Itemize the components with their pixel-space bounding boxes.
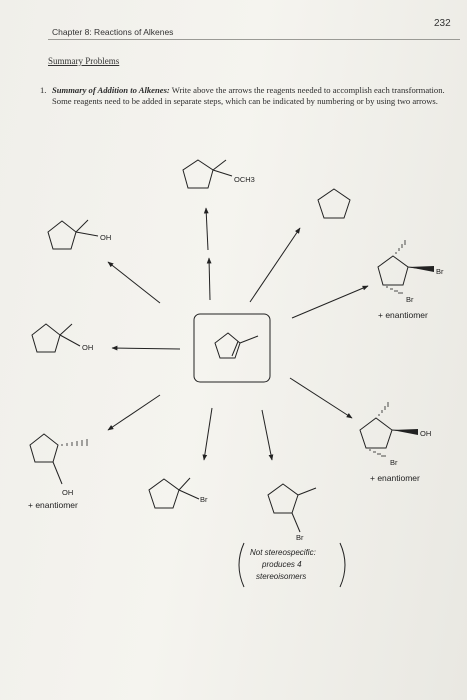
tertiary-bromide-ring [148,478,180,509]
page-number: 232 [434,18,451,29]
label-br-bottom-mid: Br [200,495,208,504]
problem-number: 1. [40,85,47,95]
note-line-2: produces 4 [261,560,302,569]
dibromide-wedge-bond [408,266,434,272]
arrow-to-bromohydrin [289,377,353,419]
anti-alcohol-oh-bond [52,461,63,485]
arrow-to-ether [203,207,209,251]
methylenecyclopentane-ring [317,188,351,219]
label-br-top-right-2: Br [406,295,414,304]
starting-material-box [193,313,271,383]
starting-cyclopentene-ring [214,332,241,359]
secondary-bromide-br-bond [291,512,301,533]
chapter-header: Chapter 8: Reactions of Alkenes [52,27,174,37]
arrow-to-secondary-bromide [261,409,274,461]
problem-statement: 1. Summary of Addition to Alkenes: Write… [40,85,460,106]
label-oh-mid: OH [82,343,93,352]
arrow-to-methylenecyclopentane [249,227,301,303]
arrow-to-ether-step2 [206,257,212,301]
alcohol-ring-mid [31,323,61,353]
label-oh-right: OH [420,429,431,438]
ring-double-bond [231,341,239,357]
methyl-substituent [239,335,259,344]
note-right-paren [339,542,346,588]
problem-text: Summary of Addition to Alkenes: Write ab… [52,85,460,106]
label-br-bottom-center: Br [296,533,304,542]
label-br-right: Br [390,458,398,467]
header-divider [48,39,460,40]
problem-instructions: Write above the arrows the reagents need… [52,85,445,106]
problem-title: Summary of Addition to Alkenes: [52,85,170,95]
label-och3: OCH3 [234,175,255,184]
label-enantiomer-top-right: + enantiomer [378,310,428,320]
arrow-to-anti-markovnikov-alcohol [107,394,161,431]
note-line-1: Not stereospecific: [250,548,316,557]
section-title: Summary Problems [48,56,120,66]
arrow-to-tertiary-bromide [202,407,213,461]
alcohol-methyl-bond-top [75,219,89,233]
tertiary-bromide-methyl-bond [178,477,191,491]
hashed-wedge-bonds [61,240,406,457]
ether-ring [182,159,214,189]
note-left-paren [238,542,245,588]
bromohydrin-wedge-bond [392,429,418,435]
tertiary-bromide-br-bond [178,489,200,500]
label-enantiomer-bottom-left: + enantiomer [28,500,78,510]
label-enantiomer-right: + enantiomer [370,473,420,483]
secondary-bromide-methyl-bond [297,487,317,496]
ether-methyl-bond [212,159,227,171]
secondary-bromide-ring [267,483,299,514]
label-br-top-right-1: Br [436,267,444,276]
arrow-to-markovnikov-alcohol [111,345,181,351]
bromohydrin-ring [359,417,393,449]
ether-o-bond [212,169,233,177]
arrow-to-dibromide [291,285,369,319]
alcohol-methyl-bond-mid [59,323,73,336]
anti-alcohol-ring [29,433,59,463]
arrow-to-tertiary-alcohol [107,261,161,304]
alcohol-oh-bond-mid [59,334,81,347]
label-oh-bottom: OH [62,488,73,497]
alcohol-oh-bond-top [75,231,99,237]
label-oh-top: OH [100,233,111,242]
alcohol-ring-top [47,220,77,250]
dibromide-ring [377,255,409,286]
note-line-3: stereoisomers [256,572,306,581]
